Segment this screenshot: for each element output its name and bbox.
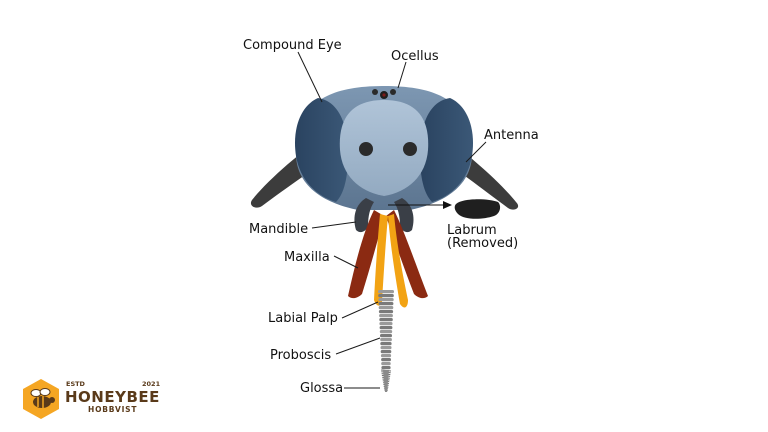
label-maxilla: Maxilla [284, 250, 330, 265]
compound-eye-left [294, 98, 348, 202]
maxilla-left [348, 210, 384, 299]
proboscis-segment [381, 362, 391, 366]
proboscis-segment [378, 294, 394, 298]
maxilla-right [386, 210, 428, 299]
logo-tagline: HOBBVIST [88, 405, 137, 414]
proboscis-segment [378, 298, 394, 302]
mandible-left [354, 198, 374, 233]
proboscis-segment [380, 342, 392, 346]
proboscis-segment [380, 350, 392, 354]
label-ocellus: Ocellus [391, 49, 439, 64]
proboscis-segment [381, 366, 391, 370]
proboscis-segment [378, 310, 394, 314]
proboscis-segment [380, 346, 392, 350]
face-inner [339, 100, 429, 196]
proboscis-segment [378, 290, 394, 294]
label-labial-palp: Labial Palp [268, 311, 338, 326]
logo-estd: ESTD [66, 380, 86, 388]
proboscis-segment [380, 354, 392, 358]
proboscis-segment [381, 358, 391, 362]
label-glossa: Glossa [300, 381, 343, 396]
labels: Compound Eye Ocellus Antenna Mandible La… [243, 38, 539, 396]
labial-palp-left [374, 214, 388, 306]
labrum-arrow [388, 201, 452, 209]
logo-name: HONEYBEE [65, 388, 160, 406]
proboscis-segment [380, 338, 392, 342]
proboscis [378, 290, 394, 392]
proboscis-segment [378, 306, 394, 310]
label-mandible: Mandible [249, 222, 308, 237]
label-labrum: Labrum [447, 223, 497, 238]
label-antenna: Antenna [484, 128, 539, 143]
honeybee-logo: ESTD 2021 HONEYBEE HOBBVIST [23, 379, 161, 419]
leader-lines [297, 51, 487, 389]
proboscis-segment [379, 314, 393, 318]
labial-palp-right [388, 214, 408, 308]
bee-icon [30, 388, 55, 408]
compound-eye-right [420, 98, 474, 202]
labrum-removed [454, 199, 501, 219]
proboscis-segment [378, 302, 394, 306]
glossa-tip [383, 370, 389, 392]
label-proboscis: Proboscis [270, 348, 331, 363]
mandible-right [394, 198, 414, 233]
antenna-sockets [359, 142, 417, 156]
proboscis-segment [379, 318, 393, 322]
proboscis-segment [379, 322, 393, 326]
label-compound-eye: Compound Eye [243, 38, 342, 53]
ocelli [372, 89, 396, 99]
label-labrum-removed: (Removed) [447, 236, 518, 251]
proboscis-segment [379, 330, 393, 334]
proboscis-segment [379, 326, 393, 330]
logo-year: 2021 [142, 380, 161, 388]
proboscis-segment [380, 334, 392, 338]
